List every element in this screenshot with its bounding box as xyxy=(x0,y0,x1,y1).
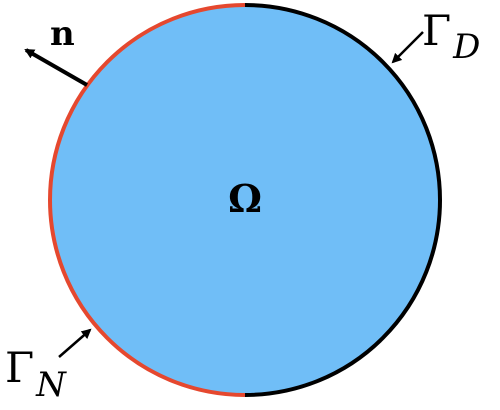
dirichlet-boundary-arc xyxy=(244,3,442,397)
dirichlet-pointer-arrow xyxy=(391,31,424,64)
neumann-boundary-arc xyxy=(48,3,246,397)
dirichlet-subscript: D xyxy=(452,27,480,67)
neumann-pointer-arrow xyxy=(58,328,92,358)
dirichlet-symbol: Γ xyxy=(422,6,451,55)
neumann-boundary-label: ΓN xyxy=(5,343,67,405)
domain-region xyxy=(50,5,440,395)
domain-label: Ω xyxy=(228,176,262,221)
neumann-symbol: Γ xyxy=(5,343,34,392)
neumann-subscript: N xyxy=(35,365,67,405)
normal-label: n xyxy=(50,14,75,54)
normal-arrow xyxy=(24,48,88,87)
dirichlet-boundary-label: ΓD xyxy=(422,6,480,67)
